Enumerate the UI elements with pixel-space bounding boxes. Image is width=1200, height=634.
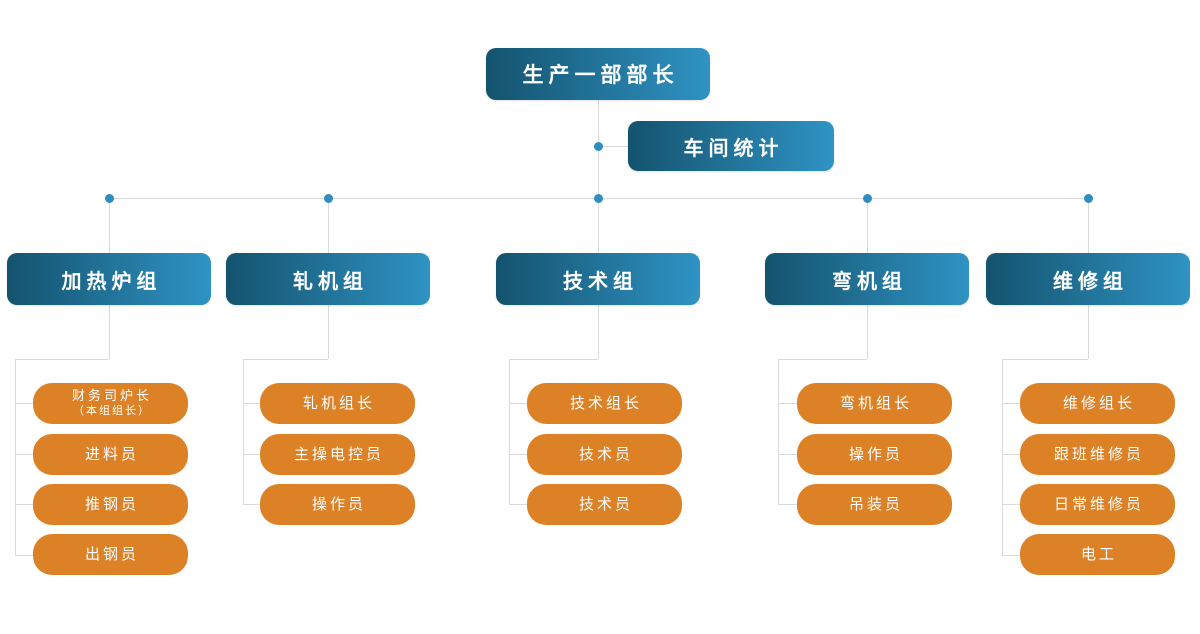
connector-line (598, 146, 628, 147)
connector-line (1002, 555, 1020, 556)
child-node-label: 弯机组长 (839, 393, 912, 412)
child-node-label: 电工 (1080, 544, 1117, 563)
connector-line (109, 305, 110, 359)
group-header-heating-furnace: 加热炉组 (7, 253, 211, 305)
child-node: 操作员 (260, 484, 415, 525)
group-header-label: 技术组 (563, 268, 638, 293)
staff-node: 车间统计 (628, 121, 834, 171)
group-header-rolling-mill: 轧机组 (226, 253, 430, 305)
child-node: 日常维修员 (1020, 484, 1175, 525)
child-node: 操作员 (797, 434, 952, 475)
connector-line (778, 403, 797, 404)
child-node-label: 主操电控员 (293, 444, 384, 463)
child-node: 技术员 (527, 434, 682, 475)
connector-line (109, 198, 110, 253)
child-node: 轧机组长 (260, 383, 415, 424)
child-node-label: 技术员 (578, 494, 633, 513)
connector-line (1002, 454, 1020, 455)
connector-line (1002, 359, 1003, 555)
connector-dot (863, 194, 872, 203)
child-node: 财务司炉长 （本组组长） (33, 383, 188, 424)
connector-line (15, 454, 33, 455)
connector-line (778, 359, 779, 504)
child-node: 进料员 (33, 434, 188, 475)
connector-line (778, 504, 797, 505)
child-node-label: 轧机组长 (302, 393, 375, 412)
child-node: 推钢员 (33, 484, 188, 525)
child-node-sublabel: （本组组长） (73, 403, 151, 417)
root-node-label: 生产一部部长 (522, 63, 679, 87)
connector-line (509, 504, 527, 505)
child-node: 出钢员 (33, 534, 188, 575)
child-node: 主操电控员 (260, 434, 415, 475)
connector-dot (594, 142, 603, 151)
connector-line (1002, 403, 1020, 404)
connector-line (509, 359, 598, 360)
staff-node-label: 车间统计 (683, 135, 784, 160)
root-node: 生产一部部长 (486, 48, 710, 100)
connector-line (15, 359, 109, 360)
child-node: 弯机组长 (797, 383, 952, 424)
child-node: 维修组长 (1020, 383, 1175, 424)
child-node: 电工 (1020, 534, 1175, 575)
child-node-label: 跟班维修员 (1053, 444, 1144, 463)
connector-line (15, 403, 33, 404)
group-header-label: 轧机组 (293, 268, 368, 293)
connector-line (509, 359, 510, 504)
connector-dot (1084, 194, 1093, 203)
connector-line (328, 305, 329, 359)
connector-line (15, 555, 33, 556)
connector-dot (105, 194, 114, 203)
child-node-label: 操作员 (848, 444, 903, 463)
child-node-label: 技术组长 (569, 393, 642, 412)
child-node-label: 日常维修员 (1053, 494, 1144, 513)
connector-line (15, 359, 16, 555)
group-header-label: 弯机组 (832, 268, 907, 293)
connector-line (867, 305, 868, 359)
connector-line (1002, 504, 1020, 505)
connector-line (243, 403, 260, 404)
connector-line (1088, 198, 1089, 253)
connector-line (598, 198, 599, 253)
child-node: 技术员 (527, 484, 682, 525)
child-node: 吊装员 (797, 484, 952, 525)
connector-line (243, 504, 260, 505)
child-node-label: 吊装员 (848, 494, 903, 513)
connector-line (598, 305, 599, 359)
child-node: 跟班维修员 (1020, 434, 1175, 475)
child-node-label: 维修组长 (1062, 393, 1135, 412)
child-node: 技术组长 (527, 383, 682, 424)
connector-line (243, 359, 328, 360)
connector-line (328, 198, 329, 253)
group-header-technical: 技术组 (496, 253, 700, 305)
child-node-label: 操作员 (311, 494, 366, 513)
group-header-bending-machine: 弯机组 (765, 253, 969, 305)
group-header-label: 维修组 (1053, 268, 1128, 293)
child-node-label: 进料员 (84, 444, 139, 463)
group-header-label: 加热炉组 (61, 268, 162, 293)
connector-dot (324, 194, 333, 203)
connector-line (1088, 305, 1089, 359)
connector-line (778, 454, 797, 455)
connector-line (243, 454, 260, 455)
child-node-label: 推钢员 (84, 494, 139, 513)
connector-line (778, 359, 867, 360)
child-node-label: 财务司炉长 (71, 388, 152, 404)
group-header-maintenance: 维修组 (986, 253, 1190, 305)
connector-line (509, 454, 527, 455)
child-node-label: 技术员 (578, 444, 633, 463)
connector-line (509, 403, 527, 404)
connector-line (15, 504, 33, 505)
connector-line (243, 359, 244, 504)
connector-dot (594, 194, 603, 203)
connector-line (867, 198, 868, 253)
connector-line (1002, 359, 1088, 360)
child-node-label: 出钢员 (84, 544, 139, 563)
